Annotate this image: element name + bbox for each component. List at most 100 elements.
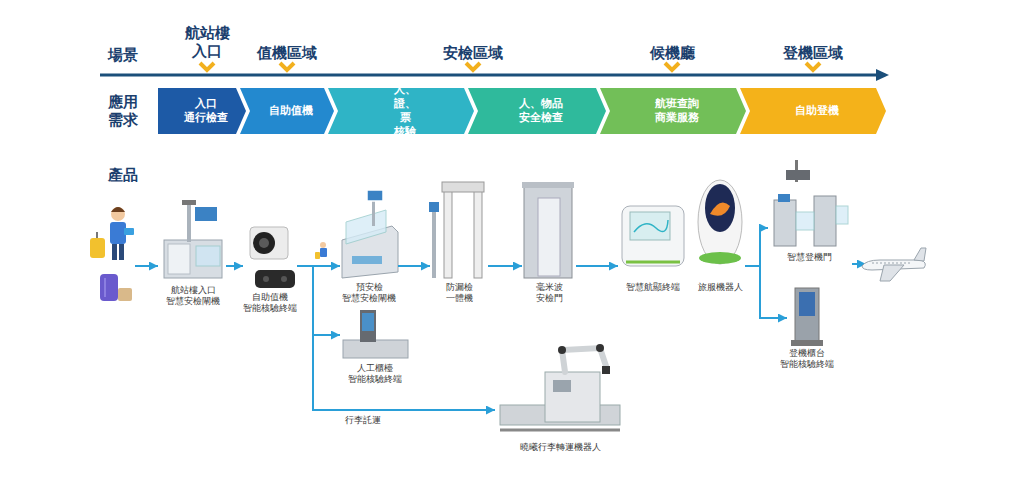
- checkin-terminal-illustration: [255, 270, 295, 288]
- requirement-text: 入口 通行檢查: [176, 97, 228, 125]
- boarding-counter-illustration: [799, 292, 815, 316]
- boarding-gate-illustration: [778, 194, 790, 202]
- metal-detector-illustration: [474, 190, 482, 278]
- checkin-terminal-illustration: [281, 276, 287, 282]
- row-heading: 應用 需求: [108, 93, 138, 129]
- requirement-text: 人、證、票 核驗: [386, 83, 416, 139]
- service-robot-illustration: [698, 180, 742, 264]
- millimeter-wave-illustration: [522, 182, 574, 188]
- passenger-icon: [111, 207, 125, 221]
- requirement-chevron: 自助值機: [240, 88, 334, 134]
- passenger-icon: [96, 232, 98, 238]
- stage-label: 候機廳: [650, 44, 695, 62]
- flow-arrow: [226, 265, 243, 267]
- row-heading: 場景: [108, 46, 138, 64]
- passenger-icon: [111, 207, 125, 212]
- row-heading: 產品: [108, 166, 138, 184]
- product-caption: 人工櫃檯 智能核驗終端: [348, 363, 402, 385]
- product-caption: 預安檢 智慧安檢閘機: [342, 282, 396, 304]
- chevron-shape: [468, 88, 606, 134]
- edge-label: 行李託運: [345, 415, 381, 426]
- requirement-chevron: 自助登機: [740, 88, 886, 134]
- passenger-icon: [104, 278, 106, 297]
- chevron-shape: [600, 88, 746, 134]
- entry-gate-illustration: [164, 200, 222, 278]
- requirement-text: 人、物品 安全檢查: [511, 97, 563, 125]
- flow-arrow: [398, 265, 430, 267]
- baggage-robot-illustration: [596, 344, 604, 352]
- product-node: 曉曦行李轉運機器人: [495, 338, 625, 440]
- stage-marker: [806, 63, 820, 70]
- flight-display-illustration: [622, 206, 684, 266]
- timeline-arrow: [876, 69, 889, 81]
- airplane-illustration: [914, 248, 926, 261]
- boarding-counter-illustration: [795, 288, 819, 342]
- checkin-terminal-illustration: [259, 238, 269, 248]
- baggage-robot-illustration: [500, 429, 620, 432]
- service-robot-illustration: [698, 180, 742, 264]
- chevron-shape: [158, 88, 246, 134]
- airplane-illustration: [862, 248, 926, 281]
- requirement-chevron: 航班查詢 商業服務: [600, 88, 746, 134]
- metal-detector-illustration: [432, 208, 436, 278]
- passenger-icon: [119, 244, 124, 260]
- stage-marker: [466, 63, 480, 70]
- pre-security-gate-illustration: [346, 210, 386, 244]
- baggage-robot-illustration: [545, 372, 600, 422]
- product-node: 人工櫃檯 智能核驗終端: [340, 305, 410, 361]
- checkin-terminal-illustration: [250, 227, 295, 288]
- product-node: 登機櫃台 智能核驗終端: [787, 284, 827, 346]
- millimeter-wave-illustration: [524, 186, 572, 278]
- product-node: 自助值機 智能核驗終端: [243, 224, 297, 290]
- checkin-terminal-illustration: [250, 227, 288, 259]
- flow-arrow: [297, 266, 495, 410]
- timeline-arrow: [100, 74, 878, 77]
- passenger-icon: [315, 252, 320, 259]
- passenger-icon: [110, 222, 126, 244]
- pre-security-gate-illustration: [367, 190, 383, 201]
- stage-label: 值機區域: [257, 44, 317, 62]
- passenger-icon: [315, 242, 327, 259]
- airplane-illustration: [880, 265, 904, 281]
- stage-label: 航站樓 入口: [185, 24, 230, 60]
- checkin-terminal-illustration: [263, 276, 269, 282]
- pre-security-gate-illustration: [342, 190, 398, 278]
- product-node: 智慧登機門: [768, 168, 850, 250]
- metal-detector-illustration: [429, 182, 484, 278]
- flight-display-illustration: [630, 212, 670, 240]
- flow-arrow: [488, 265, 522, 267]
- entry-gate-illustration: [168, 244, 190, 274]
- product-caption: 防漏檢 一體機: [446, 282, 473, 304]
- product-caption: 智慧登機門: [787, 252, 832, 263]
- pre-security-gate-illustration: [352, 256, 382, 264]
- flow-arrow: [135, 264, 866, 266]
- stage-label: 登機區域: [783, 44, 843, 62]
- product-caption: 旅服機器人: [698, 282, 743, 293]
- service-robot-illustration: [699, 252, 741, 264]
- entry-gate-illustration: [196, 246, 220, 266]
- product-caption: 曉曦行李轉運機器人: [520, 442, 601, 453]
- metal-detector-illustration: [429, 202, 439, 212]
- service-robot-illustration: [705, 184, 735, 232]
- millimeter-wave-illustration: [522, 182, 574, 278]
- product-node: 航站樓入口 智慧安檢閘機: [160, 200, 226, 283]
- boarding-counter-illustration: [791, 340, 823, 346]
- passenger-icon: [320, 248, 327, 257]
- product-node: 預安檢 智慧安檢閘機: [340, 186, 398, 280]
- airplane-illustration: [872, 263, 912, 264]
- stage-label: 安檢區域: [443, 44, 503, 62]
- manual-counter-illustration: [343, 310, 408, 358]
- chevron-shape: [240, 88, 334, 134]
- flight-display-illustration: [626, 261, 680, 264]
- product-node: 防漏檢 一體機: [430, 180, 488, 280]
- flow-arrow: [297, 266, 340, 335]
- service-robot-illustration: [710, 202, 730, 215]
- flow-arrow: [576, 265, 618, 267]
- manual-counter-illustration: [362, 313, 374, 331]
- requirement-chevron: 人、物品 安全檢查: [468, 88, 606, 134]
- requirement-chevron: 人、證、票 核驗: [328, 88, 474, 134]
- chevron-shape: [740, 88, 886, 134]
- entry-gate-illustration: [187, 204, 191, 242]
- requirement-text: 航班查詢 商業服務: [647, 97, 699, 125]
